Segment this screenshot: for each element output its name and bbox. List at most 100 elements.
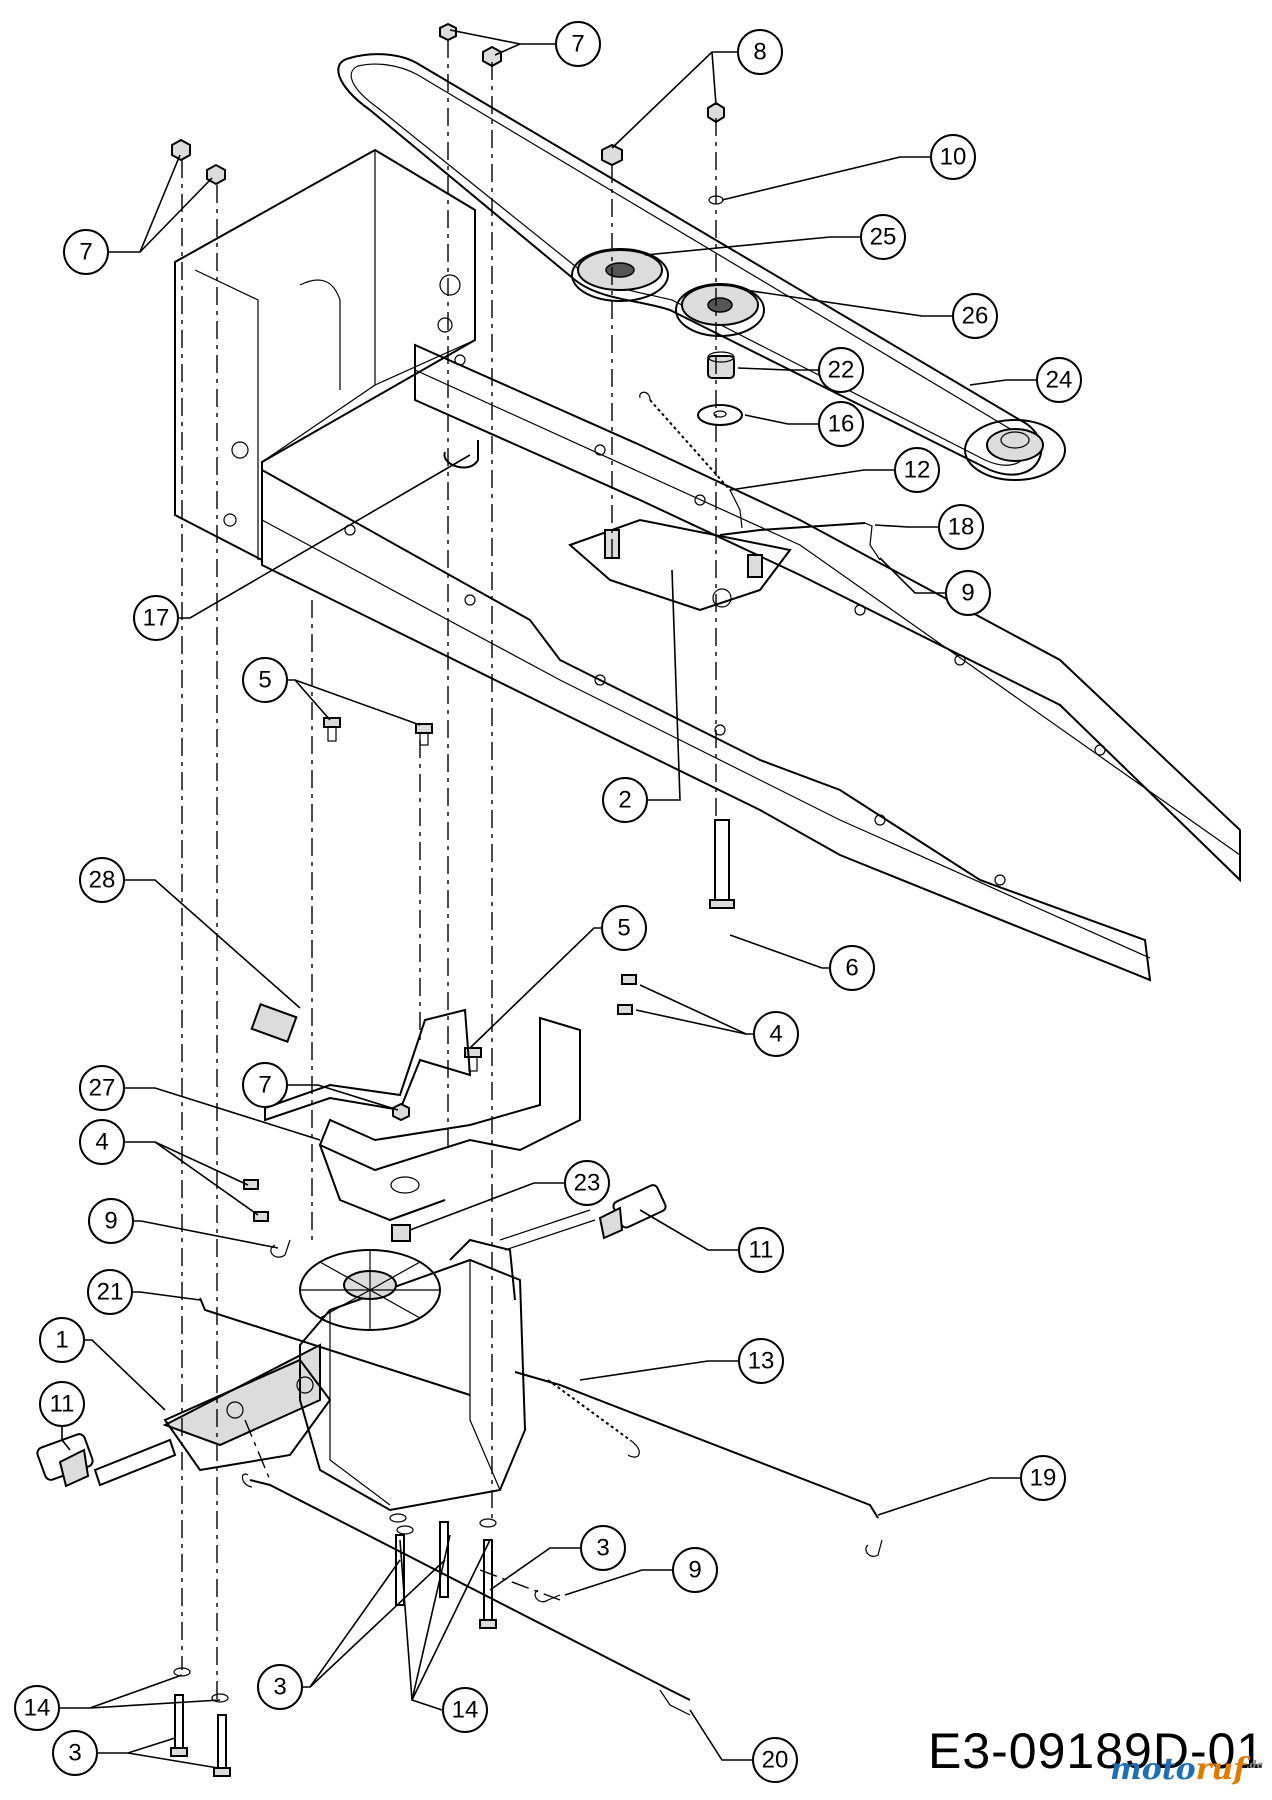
svg-text:14: 14 xyxy=(452,1697,479,1724)
svg-text:8: 8 xyxy=(753,39,766,66)
callout: 7 xyxy=(242,1062,288,1108)
svg-text:5: 5 xyxy=(258,667,271,694)
svg-text:18: 18 xyxy=(948,514,975,541)
transaxle xyxy=(93,1209,596,1512)
idler-pulley-v xyxy=(675,283,765,337)
svg-text:7: 7 xyxy=(571,31,584,58)
svg-text:3: 3 xyxy=(68,1740,81,1767)
callout: 9 xyxy=(945,570,991,616)
chassis-rear-bracket xyxy=(174,148,476,562)
control-rod xyxy=(719,522,881,561)
mounting-bolt xyxy=(170,1521,497,1777)
svg-text:4: 4 xyxy=(95,1129,108,1156)
callout: 26 xyxy=(952,293,998,339)
svg-text:9: 9 xyxy=(961,580,974,607)
callout: 5 xyxy=(242,657,288,703)
axle-hub xyxy=(36,1184,667,1488)
callout: 3 xyxy=(257,1664,303,1710)
drawing-code: E3-09189D-01 xyxy=(928,1723,1266,1779)
svg-text:5: 5 xyxy=(617,915,630,942)
svg-text:23: 23 xyxy=(574,1170,601,1197)
callout: 3 xyxy=(52,1730,98,1776)
callout: 22 xyxy=(818,347,864,393)
callout: 1 xyxy=(39,1317,85,1363)
svg-text:13: 13 xyxy=(748,1348,775,1375)
svg-text:28: 28 xyxy=(89,867,116,894)
callout: 27 xyxy=(79,1065,125,1111)
svg-text:9: 9 xyxy=(688,1557,701,1584)
linkage-rod xyxy=(199,1297,879,1716)
tension-spring xyxy=(639,391,743,529)
callout: 8 xyxy=(737,29,783,75)
callout: 21 xyxy=(87,1269,133,1315)
svg-text:10: 10 xyxy=(940,144,967,171)
svg-text:19: 19 xyxy=(1030,1465,1057,1492)
callout: 10 xyxy=(930,134,976,180)
callout: 19 xyxy=(1020,1455,1066,1501)
assembly-centerlines xyxy=(181,40,717,1700)
callout: 11 xyxy=(738,1227,784,1273)
svg-text:24: 24 xyxy=(1046,367,1073,394)
svg-text:22: 22 xyxy=(828,357,855,384)
watermark-logo: motoruf.de xyxy=(1110,1752,1263,1787)
callout: 9 xyxy=(88,1198,134,1244)
callout: 25 xyxy=(860,214,906,260)
callout: 7 xyxy=(555,21,601,67)
shoulder-bolt xyxy=(323,717,735,1072)
idler-pulley-flat xyxy=(571,248,669,302)
callout: 2 xyxy=(602,777,648,823)
leader-lines xyxy=(60,29,1036,1769)
callout: 24 xyxy=(1036,357,1082,403)
idler-bracket xyxy=(568,518,792,612)
bushing xyxy=(391,1224,411,1242)
svg-text:27: 27 xyxy=(89,1075,116,1102)
svg-text:9: 9 xyxy=(104,1208,117,1235)
svg-text:2: 2 xyxy=(618,787,631,814)
callout: 14 xyxy=(442,1687,488,1733)
watermark-part-b: ruf xyxy=(1195,1752,1247,1787)
spacer xyxy=(707,351,735,379)
svg-text:25: 25 xyxy=(870,224,897,251)
transmission-bracket xyxy=(318,1016,581,1222)
svg-text:17: 17 xyxy=(143,605,170,632)
svg-text:1: 1 xyxy=(55,1327,68,1354)
svg-text:7: 7 xyxy=(79,239,92,266)
clevis-pin xyxy=(443,440,479,469)
callout: 16 xyxy=(818,401,864,447)
return-spring xyxy=(547,1379,640,1458)
callout: 18 xyxy=(938,504,984,550)
callout: 12 xyxy=(894,447,940,493)
hex-nut xyxy=(171,22,725,205)
flat-washer xyxy=(697,404,743,426)
drive-belt xyxy=(337,53,1043,476)
callout: 11 xyxy=(39,1381,85,1427)
svg-text:20: 20 xyxy=(762,1747,789,1774)
callout: 7 xyxy=(63,229,109,275)
callout: 14 xyxy=(14,1685,60,1731)
callout: 5 xyxy=(601,905,647,951)
svg-text:11: 11 xyxy=(749,1237,774,1264)
svg-text:6: 6 xyxy=(845,955,858,982)
callout: 23 xyxy=(564,1160,610,1206)
callout: 4 xyxy=(79,1119,125,1165)
frame-rail xyxy=(261,343,1241,982)
callout: 20 xyxy=(752,1737,798,1783)
cooling-fan xyxy=(299,1249,441,1331)
svg-text:3: 3 xyxy=(596,1535,609,1562)
svg-text:7: 7 xyxy=(258,1072,271,1099)
svg-text:11: 11 xyxy=(50,1391,75,1418)
svg-text:26: 26 xyxy=(962,303,989,330)
screw xyxy=(243,974,637,1222)
watermark-suffix: .de xyxy=(1246,1760,1263,1771)
callout: 4 xyxy=(753,1011,799,1057)
svg-text:14: 14 xyxy=(24,1695,51,1722)
watermark-part-a: moto xyxy=(1110,1752,1196,1787)
callout: 13 xyxy=(738,1338,784,1384)
svg-text:4: 4 xyxy=(769,1021,782,1048)
callout: 6 xyxy=(829,945,875,991)
engine-pulley xyxy=(964,419,1066,481)
svg-text:16: 16 xyxy=(828,411,855,438)
callout: 17 xyxy=(133,595,179,641)
callout: 9 xyxy=(672,1547,718,1593)
